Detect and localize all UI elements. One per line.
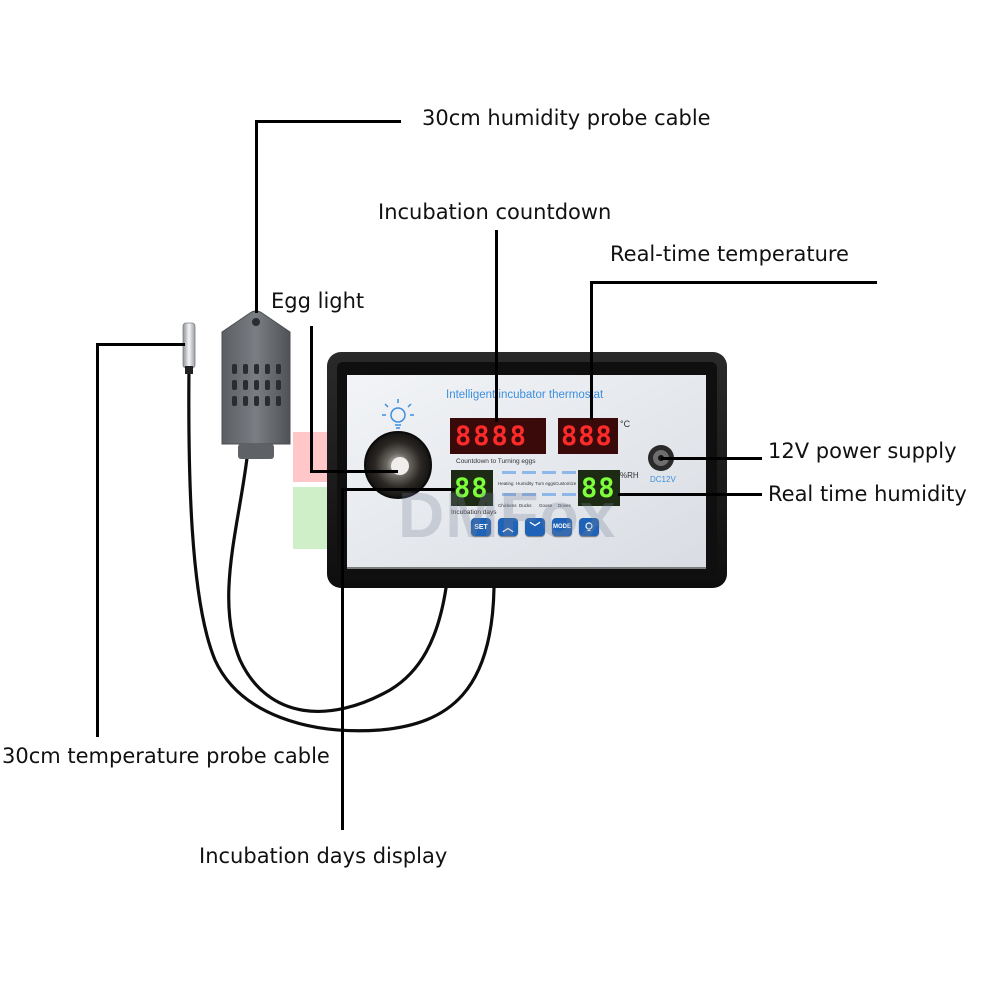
- countdown-display: 8888: [455, 421, 529, 452]
- days-label: Incubation days: [451, 509, 497, 516]
- mode-button[interactable]: MODE: [552, 518, 572, 536]
- leader-line-egg-light: [310, 470, 398, 473]
- panel-title: Intelligent incubator thermostat: [446, 389, 604, 401]
- callout-power-supply: 12V power supply: [768, 439, 957, 463]
- callout-temperature-probe: 30cm temperature probe cable: [2, 744, 330, 768]
- callout-incubation-days: Incubation days display: [199, 844, 448, 868]
- callout-incubation-countdown: Incubation countdown: [378, 200, 612, 224]
- mode-label-goose: Goose: [539, 503, 553, 508]
- humidity-display-window: [578, 470, 620, 506]
- temperature-display-window: [558, 418, 618, 454]
- days-display-window: [451, 470, 493, 506]
- set-button[interactable]: SET: [471, 518, 491, 536]
- callout-realtime-temperature: Real-time temperature: [610, 242, 849, 266]
- days-display: 88: [454, 473, 489, 504]
- leader-line-days: [341, 488, 455, 491]
- leader-line-humidity-probe: [255, 120, 401, 123]
- mode-label-heating: Heating: [498, 481, 514, 486]
- leader-line-temperature-probe: [96, 343, 99, 737]
- light-button[interactable]: [579, 518, 599, 536]
- countdown-display-window: [450, 418, 546, 454]
- leader-line-egg-light: [310, 326, 313, 473]
- leader-line-countdown: [495, 230, 498, 422]
- callout-egg-light: Egg light: [271, 289, 365, 313]
- mode-label-turn-eggs: Turn eggs: [535, 481, 556, 486]
- temperature-display: 888: [561, 421, 613, 452]
- bulb-icon: [585, 522, 593, 532]
- mode-label-doves: Doves: [558, 503, 571, 508]
- mode-label-humidity: Humidity: [516, 481, 534, 486]
- leader-line-temperature: [590, 281, 593, 420]
- mode-label-customize: Customize: [555, 481, 577, 486]
- countdown-label: Countdown to Turning eggs: [456, 458, 536, 465]
- humidity-probe: [221, 310, 291, 459]
- up-button[interactable]: ︿: [498, 518, 518, 536]
- leader-line-humidity-probe: [255, 120, 258, 313]
- leader-line-humidity: [618, 493, 762, 496]
- mode-indicator-bars: [502, 471, 576, 496]
- humidity-unit: %RH: [620, 471, 639, 480]
- leader-line-power-supply: [661, 457, 762, 460]
- mode-label-chickens: Chickens: [498, 503, 517, 508]
- callout-humidity-probe: 30cm humidity probe cable: [422, 106, 711, 130]
- down-button[interactable]: ﹀: [525, 518, 545, 536]
- leader-line-temperature: [590, 281, 877, 284]
- callout-realtime-humidity: Real time humidity: [768, 482, 967, 506]
- power-jack-label: DC12V: [650, 475, 676, 484]
- mode-label-ducks: Ducks: [519, 503, 532, 508]
- leader-line-days: [341, 488, 344, 830]
- watermark: DMFox: [398, 479, 617, 551]
- temperature-probe: [182, 322, 196, 374]
- bulb-icon: [382, 399, 414, 429]
- temperature-unit: °C: [620, 419, 631, 429]
- humidity-display: 88: [581, 473, 616, 504]
- leader-line-temperature-probe: [96, 343, 185, 346]
- probe-cables: [187, 364, 496, 733]
